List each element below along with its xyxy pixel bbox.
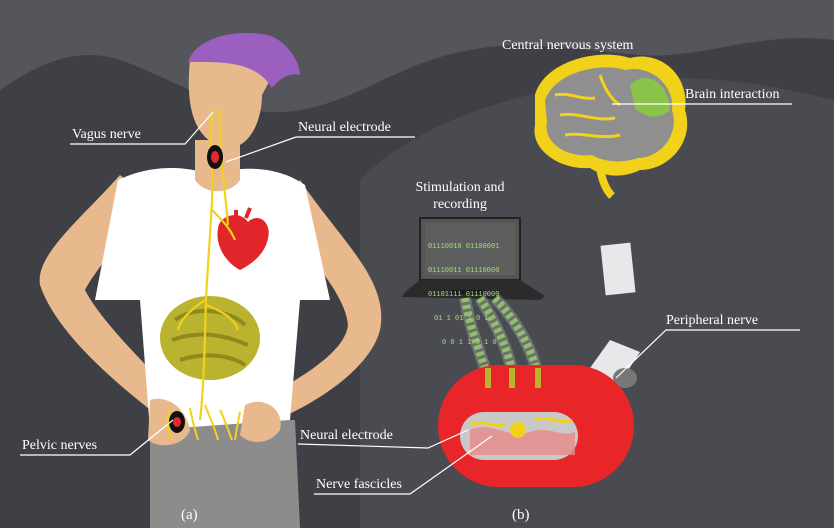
code-line: 0 0 1 1 0 1 0 [428, 339, 499, 347]
label-peripheral-nerve: Peripheral nerve [666, 313, 758, 329]
panel-label-a: (a) [181, 507, 198, 523]
cuff-electrode [438, 365, 634, 487]
label-stimulation-line1: Stimulation and [415, 180, 504, 196]
panel-label-b: (b) [512, 507, 530, 523]
label-vagus-nerve: Vagus nerve [72, 127, 141, 143]
label-pelvic-nerves: Pelvic nerves [22, 438, 97, 454]
label-central-nervous-system: Central nervous system [502, 38, 633, 54]
neck-electrode [207, 145, 223, 169]
gray-card [600, 243, 635, 296]
code-line: 01 1 01 1 0 1 [428, 315, 499, 323]
label-neural-electrode-cuff: Neural electrode [300, 428, 393, 444]
label-brain-interaction: Brain interaction [685, 87, 779, 103]
code-line: 01101111 01110000 [428, 291, 499, 299]
code-line: 01110010 01100001 [428, 243, 499, 251]
laptop-screen-code: 01110010 01100001 01110011 01110000 0110… [428, 227, 499, 355]
label-nerve-fascicles: Nerve fascicles [316, 477, 402, 493]
intestine [160, 296, 260, 380]
label-stimulation-line2: recording [433, 197, 487, 213]
label-neural-electrode-neck: Neural electrode [298, 120, 391, 136]
code-line: 01110011 01110000 [428, 267, 499, 275]
